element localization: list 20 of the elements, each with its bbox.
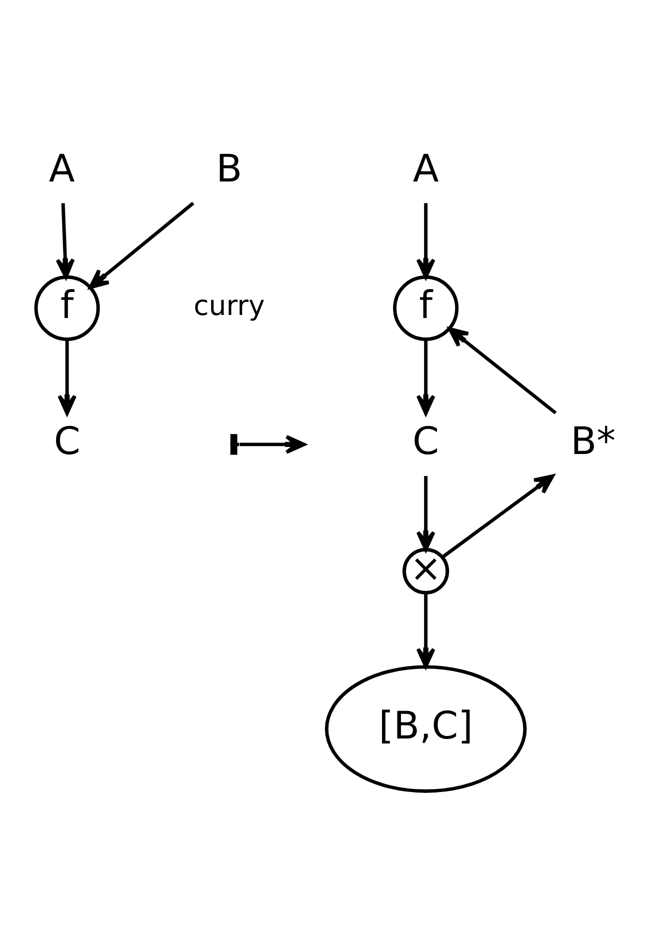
node-text: A [412, 146, 439, 190]
arrow [416, 592, 436, 668]
arrow [88, 201, 194, 289]
arrow [416, 338, 436, 415]
arrow [416, 202, 436, 278]
node-text: C [54, 418, 80, 463]
arrow [442, 474, 554, 558]
arrow [56, 202, 75, 278]
label: curry [194, 288, 265, 322]
node-text: B [216, 146, 242, 190]
node-circle: f [393, 274, 459, 340]
node-circle: f [34, 274, 100, 340]
node-ellipse: [B,C] [324, 664, 527, 792]
arrow [58, 338, 77, 415]
node-text: B* [570, 418, 616, 463]
node-text: A [48, 146, 75, 190]
arrow [416, 476, 436, 551]
arrow [448, 326, 557, 414]
node-circle: × [402, 547, 450, 594]
node-text: C [412, 418, 440, 463]
